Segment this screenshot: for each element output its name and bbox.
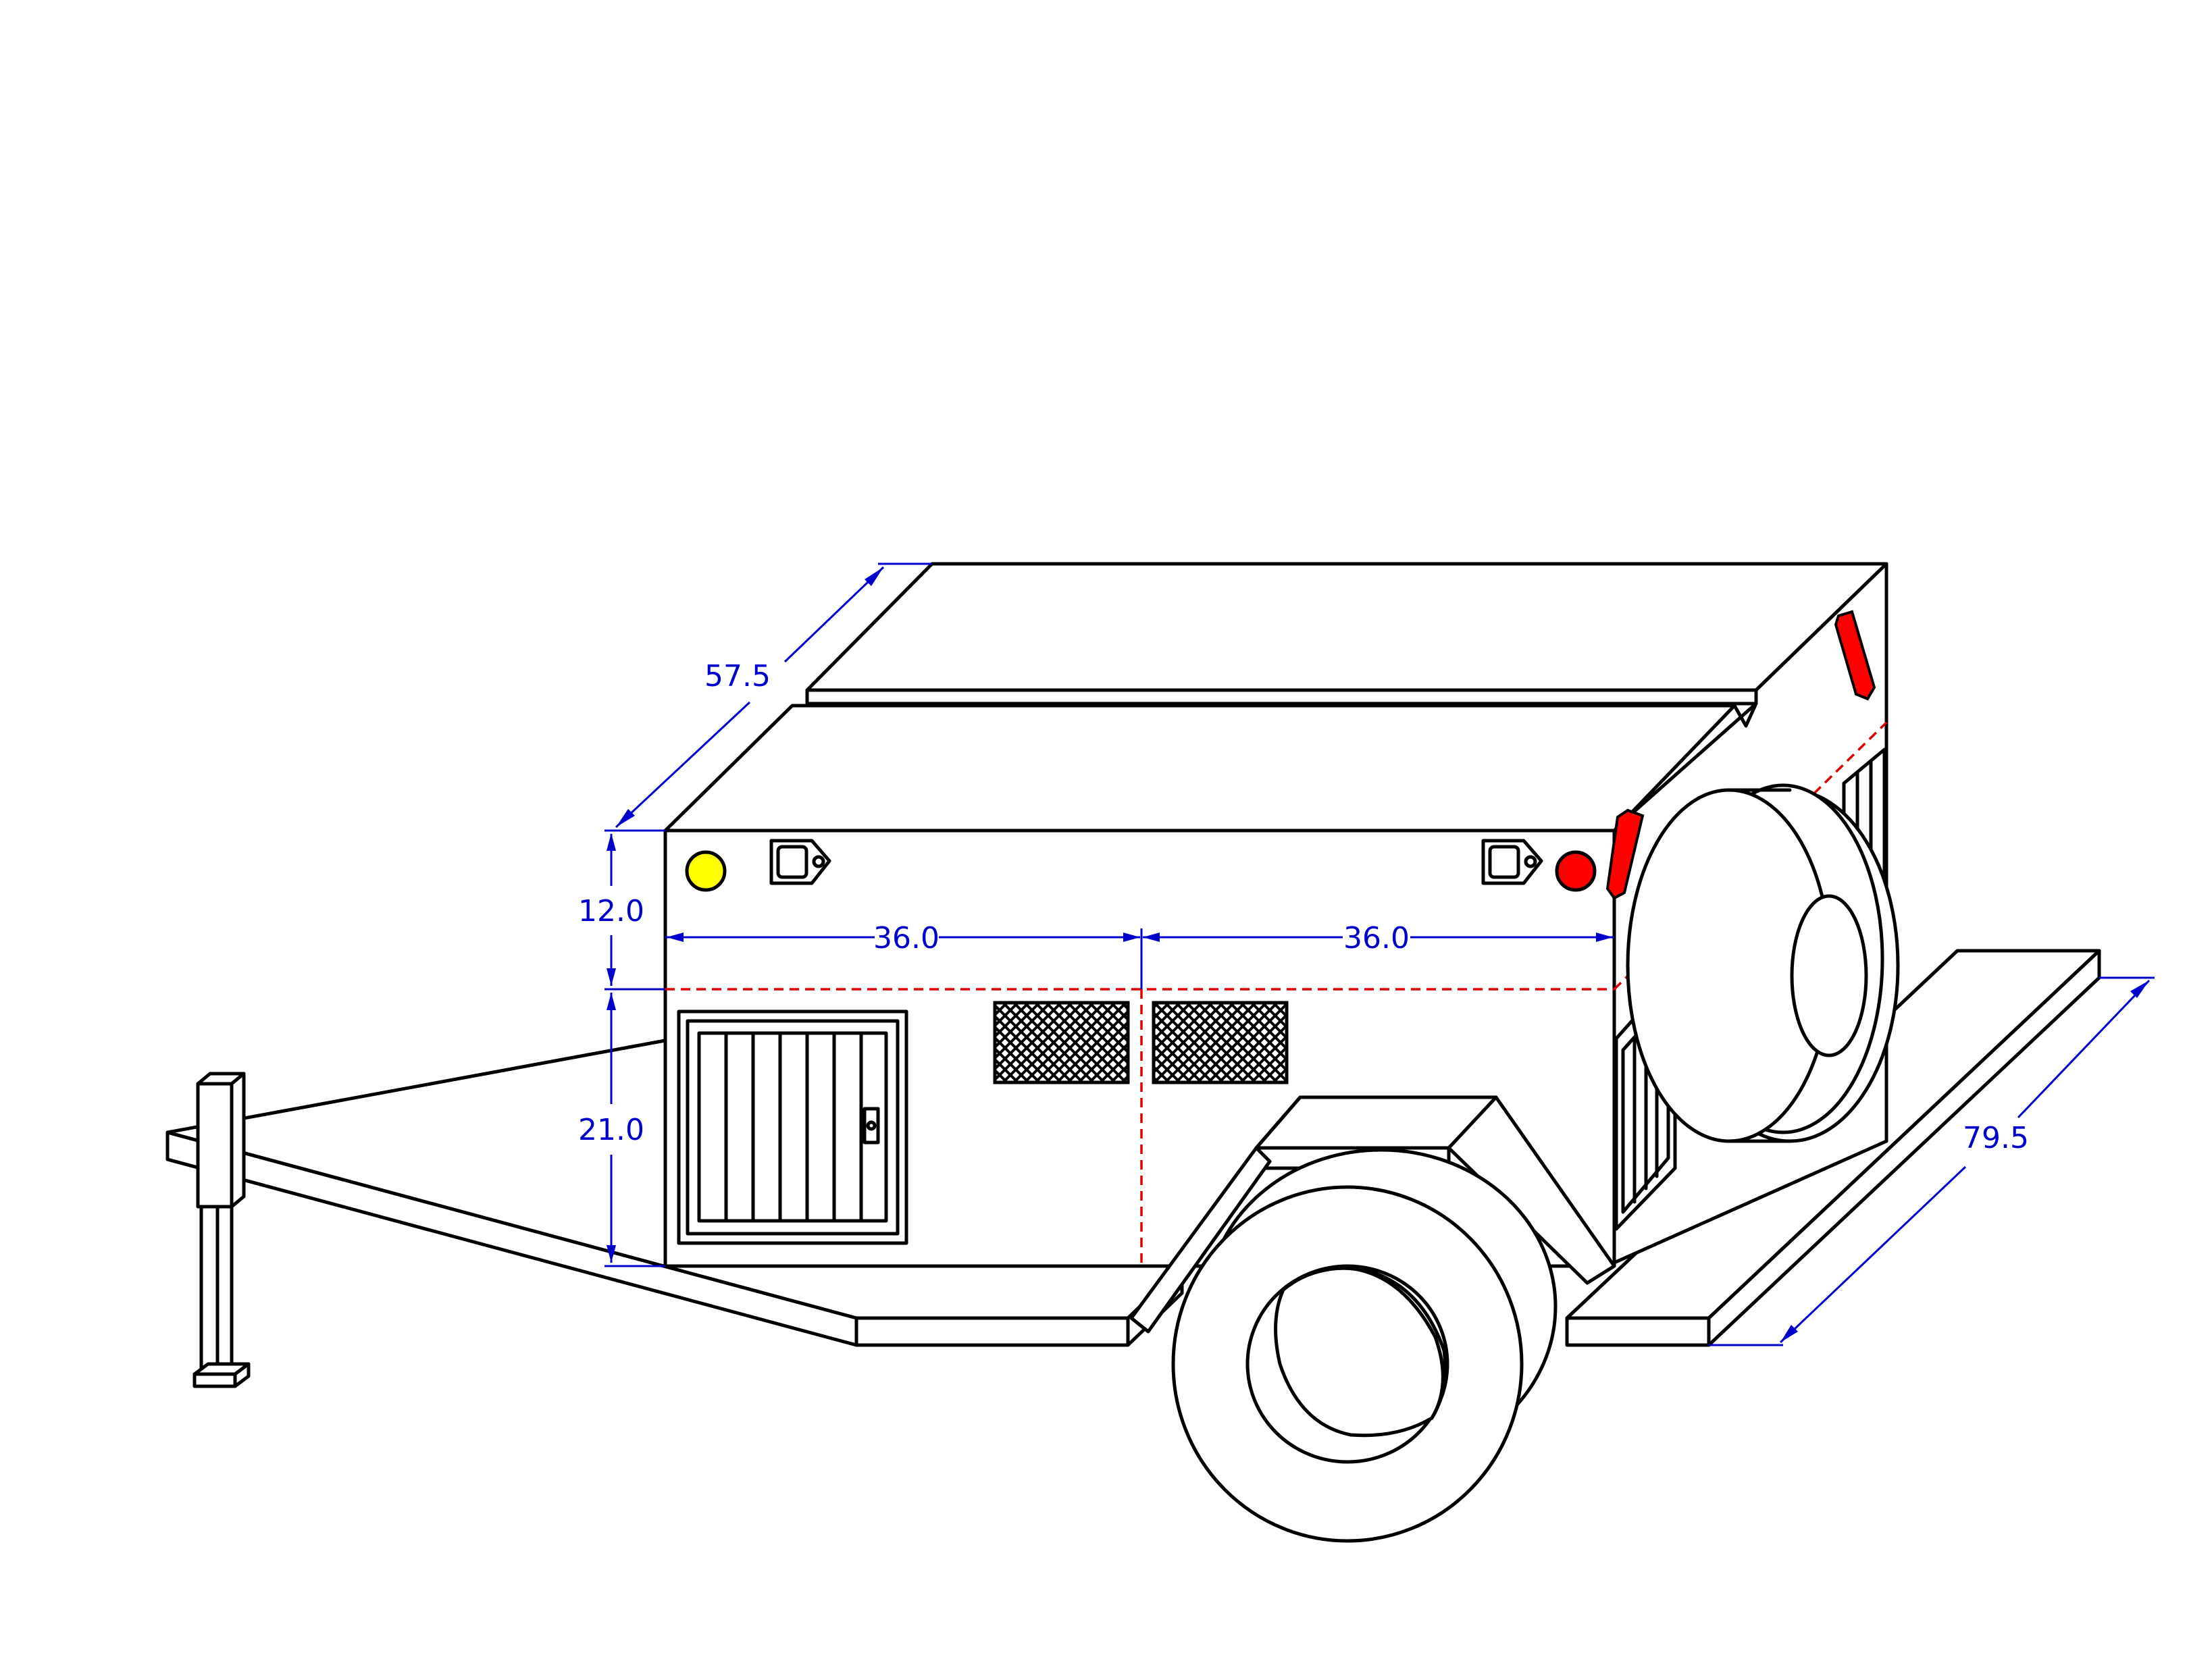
- latch-right-icon: [1481, 839, 1543, 885]
- left-width-dimension: 36.0: [873, 921, 940, 955]
- depth-dimension: 57.5: [704, 659, 771, 693]
- front-details: [677, 839, 1597, 1245]
- spare-tire: [1626, 783, 1900, 1143]
- side-reflector-front-icon: [1605, 808, 1645, 900]
- upper-height-dimension: 12.0: [578, 894, 644, 928]
- amber-light-icon: [685, 850, 727, 892]
- jack-stand: [192, 1072, 251, 1388]
- jack-housing: [196, 1082, 234, 1209]
- right-width-dimension: 36.0: [1343, 921, 1410, 955]
- vent-grille-right: [1152, 1001, 1289, 1084]
- main-wheel: [1171, 1148, 1558, 1543]
- lower-height-dimension: 21.0: [578, 1113, 644, 1147]
- base-length-dimension: 79.5: [1963, 1121, 2029, 1155]
- vent-grille-left: [993, 1001, 1130, 1084]
- tongue-front-face: [854, 1316, 1130, 1347]
- red-light-icon: [1555, 850, 1597, 892]
- dimension-lines: 57.5 12.0 21.0 36.0 36.0 79.5: [578, 562, 2155, 1346]
- front-lid-top: [663, 704, 1736, 833]
- rear-lid-front: [805, 688, 1758, 706]
- latch-left-icon: [769, 839, 831, 885]
- jack-foot: [192, 1372, 237, 1388]
- side-reflector-rear-icon: [1834, 610, 1876, 701]
- rear-platform-front-face: [1565, 1316, 1711, 1347]
- rear-lid-top: [805, 562, 1888, 692]
- access-door: [677, 1009, 908, 1245]
